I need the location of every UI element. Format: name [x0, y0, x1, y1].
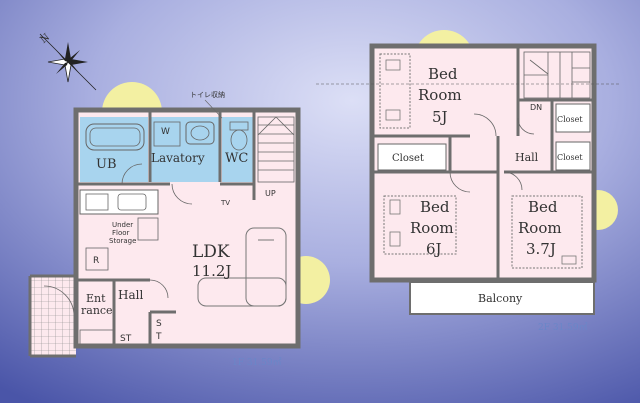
s-label: S: [156, 319, 162, 329]
ldk-size-label: 11.2J: [192, 262, 231, 280]
tv-label: TV: [220, 199, 230, 207]
under-floor-label-3: Storage: [109, 237, 136, 245]
hall-2f-label: Hall: [515, 151, 539, 164]
balcony-label: Balcony: [478, 292, 523, 305]
toilet-storage-label: トイレ収納: [190, 90, 225, 99]
walls-1f: [73, 107, 301, 349]
bed2-label-b: Room: [410, 219, 454, 237]
compass-icon: [39, 33, 97, 91]
fridge-label: R: [93, 256, 99, 266]
stairs-2f: [523, 51, 591, 99]
ub-label: UB: [96, 157, 117, 172]
up-label: UP: [265, 189, 276, 198]
sofa: [197, 227, 287, 307]
floor2-area: 2F 31.59㎡: [538, 322, 588, 333]
bed3-label-c: 3.7J: [526, 240, 556, 258]
wc: [222, 117, 254, 182]
bed3-label-b: Room: [518, 219, 562, 237]
t-label: T: [155, 332, 162, 342]
under-floor-label-2: Floor: [112, 229, 130, 237]
closet-main-label: Closet: [392, 153, 424, 164]
entrance-label-1: Ent: [86, 292, 106, 305]
bed1-label-b: Room: [418, 86, 462, 104]
lavatory: [150, 117, 220, 182]
bed2-label-a: Bed: [420, 198, 450, 216]
floor-1: UB Lavatory WC W トイレ収納 UP TV Under Floor…: [28, 90, 301, 368]
lavatory-label: Lavatory: [151, 151, 205, 165]
st-label: ST: [120, 334, 132, 344]
bed1-label-c: 5J: [432, 108, 448, 126]
ldk-label: LDK: [192, 242, 230, 262]
closet-main-2f: [377, 143, 447, 171]
under-floor-label-1: Under: [112, 221, 133, 229]
dn-label: DN: [530, 103, 542, 112]
bed2-label-c: 6J: [426, 240, 442, 258]
bed1-label-a: Bed: [428, 65, 458, 83]
floor1-area: 1F 31.59㎡: [232, 357, 282, 368]
closet-top-label: Closet: [557, 115, 583, 124]
w-label: W: [161, 127, 170, 137]
hall-1f-label: Hall: [118, 288, 143, 302]
wc-label: WC: [225, 151, 248, 166]
entrance-label-2: rance: [81, 304, 113, 317]
closet-top-2f: [555, 103, 591, 133]
walls-2f: [369, 43, 597, 283]
floor-2: Bed Room 5J Bed Room 6J Bed Room 3.7J Cl…: [316, 43, 620, 333]
balcony: [409, 281, 595, 315]
bed3-label-a: Bed: [528, 198, 558, 216]
entrance-tiles: [30, 276, 76, 356]
closet-mid-label: Closet: [557, 153, 583, 162]
stairs-1f: [257, 116, 295, 183]
closet-mid-2f: [555, 141, 591, 171]
